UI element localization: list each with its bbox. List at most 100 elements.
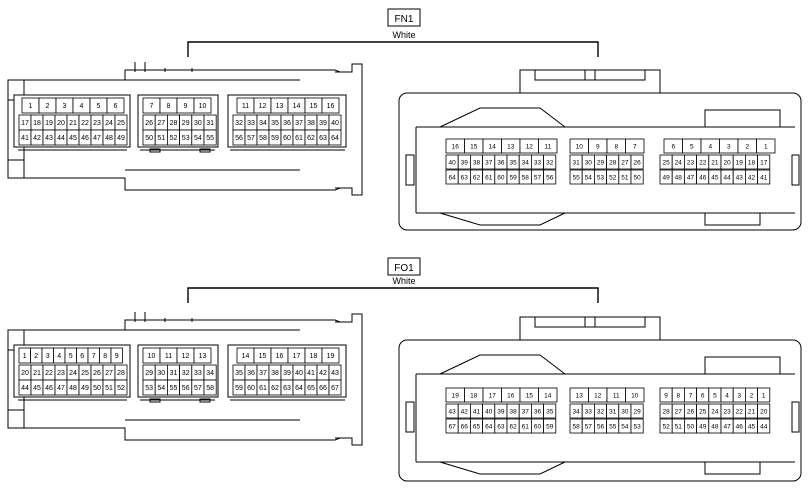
pin-number: 49 bbox=[81, 385, 89, 392]
pin-number: 8 bbox=[614, 143, 618, 150]
pin-number: 2 bbox=[750, 392, 754, 399]
pin-number: 20 bbox=[723, 159, 731, 166]
pin-number: 50 bbox=[145, 135, 153, 142]
pin-number: 62 bbox=[509, 423, 517, 430]
pin-cell bbox=[110, 347, 123, 364]
pin-number: 3 bbox=[46, 353, 50, 360]
pin-cell bbox=[114, 129, 128, 146]
pin-number: 55 bbox=[572, 174, 580, 181]
pin-cell bbox=[106, 97, 125, 114]
pin-number: 26 bbox=[145, 120, 153, 127]
pin-cell bbox=[757, 403, 771, 419]
pin-number: 37 bbox=[295, 120, 303, 127]
pin-number: 51 bbox=[621, 174, 629, 181]
pin-cell bbox=[543, 418, 557, 434]
pin-number: 53 bbox=[597, 174, 605, 181]
pin-number: 64 bbox=[448, 174, 456, 181]
pin-number: 62 bbox=[271, 385, 279, 392]
pin-number: 52 bbox=[117, 385, 125, 392]
pin-number: 60 bbox=[534, 423, 542, 430]
pin-number: 6 bbox=[114, 103, 118, 110]
pin-number: 59 bbox=[235, 385, 243, 392]
pin-number: 3 bbox=[727, 143, 731, 150]
pin-number: 34 bbox=[259, 120, 267, 127]
pin-number: 41 bbox=[21, 135, 29, 142]
pin-number: 7 bbox=[92, 353, 96, 360]
pin-number: 7 bbox=[633, 143, 637, 150]
pin-number: 31 bbox=[206, 120, 214, 127]
pin-number: 16 bbox=[276, 353, 284, 360]
pin-number: 21 bbox=[33, 370, 41, 377]
pin-number: 38 bbox=[271, 370, 279, 377]
pin-number: 34 bbox=[572, 408, 580, 415]
pin-number: 35 bbox=[546, 408, 554, 415]
pin-number: 52 bbox=[170, 135, 178, 142]
connector-color: White bbox=[392, 30, 415, 40]
pin-number: 12 bbox=[526, 143, 534, 150]
pin-number: 14 bbox=[293, 103, 301, 110]
pin-number: 38 bbox=[307, 120, 315, 127]
pin-number: 28 bbox=[117, 370, 125, 377]
pin-number: 6 bbox=[701, 392, 705, 399]
pin-number: 2 bbox=[46, 103, 50, 110]
pin-number: 32 bbox=[597, 408, 605, 415]
pin-number: 23 bbox=[57, 370, 65, 377]
pin-number: 14 bbox=[489, 143, 497, 150]
pin-cell bbox=[630, 418, 644, 434]
pin-number: 7 bbox=[150, 103, 154, 110]
pin-number: 55 bbox=[170, 385, 178, 392]
pin-number: 46 bbox=[736, 423, 744, 430]
pin-number: 25 bbox=[81, 370, 89, 377]
pin-number: 28 bbox=[609, 159, 617, 166]
pin-number: 5 bbox=[97, 103, 101, 110]
pin-number: 38 bbox=[509, 408, 517, 415]
pin-number: 44 bbox=[760, 423, 768, 430]
pin-number: 17 bbox=[489, 392, 497, 399]
pin-number: 11 bbox=[613, 392, 620, 399]
pin-number: 10 bbox=[148, 353, 156, 360]
pin-number: 41 bbox=[473, 408, 481, 415]
pin-number: 45 bbox=[69, 135, 77, 142]
pin-number: 40 bbox=[331, 120, 339, 127]
pin-number: 31 bbox=[170, 370, 178, 377]
pin-cell bbox=[193, 97, 212, 114]
pin-number: 1 bbox=[29, 103, 33, 110]
pin-number: 62 bbox=[307, 135, 315, 142]
pin-number: 29 bbox=[182, 120, 190, 127]
pin-cell bbox=[625, 138, 645, 154]
pin-number: 53 bbox=[145, 385, 153, 392]
pin-number: 47 bbox=[93, 135, 101, 142]
pin-number: 61 bbox=[485, 174, 493, 181]
pin-number: 42 bbox=[748, 174, 756, 181]
pin-number: 26 bbox=[633, 159, 641, 166]
pin-number: 52 bbox=[662, 423, 670, 430]
pin-number: 26 bbox=[687, 408, 695, 415]
pin-number: 15 bbox=[259, 353, 267, 360]
pin-cell bbox=[538, 387, 558, 403]
pin-number: 50 bbox=[633, 174, 641, 181]
pin-number: 65 bbox=[307, 385, 315, 392]
pin-number: 51 bbox=[157, 135, 165, 142]
pin-cell bbox=[543, 154, 557, 170]
pin-number: 32 bbox=[235, 120, 243, 127]
pin-number: 26 bbox=[93, 370, 101, 377]
pin-number: 39 bbox=[283, 370, 291, 377]
pin-cell bbox=[538, 138, 558, 154]
pin-number: 27 bbox=[105, 370, 113, 377]
pin-number: 15 bbox=[526, 392, 534, 399]
pin-number: 4 bbox=[725, 392, 729, 399]
pin-cell bbox=[757, 154, 771, 170]
pin-number: 60 bbox=[247, 385, 255, 392]
pin-number: 61 bbox=[522, 423, 530, 430]
pin-number: 15 bbox=[470, 143, 478, 150]
pin-number: 63 bbox=[319, 135, 327, 142]
pin-number: 53 bbox=[182, 135, 190, 142]
pin-number: 24 bbox=[711, 408, 719, 415]
pin-number: 35 bbox=[235, 370, 243, 377]
pin-number: 39 bbox=[461, 159, 469, 166]
pin-number: 54 bbox=[157, 385, 165, 392]
pin-number: 13 bbox=[199, 353, 207, 360]
pin-cell bbox=[203, 379, 217, 396]
pin-number: 1 bbox=[764, 143, 768, 150]
pin-number: 54 bbox=[194, 135, 202, 142]
